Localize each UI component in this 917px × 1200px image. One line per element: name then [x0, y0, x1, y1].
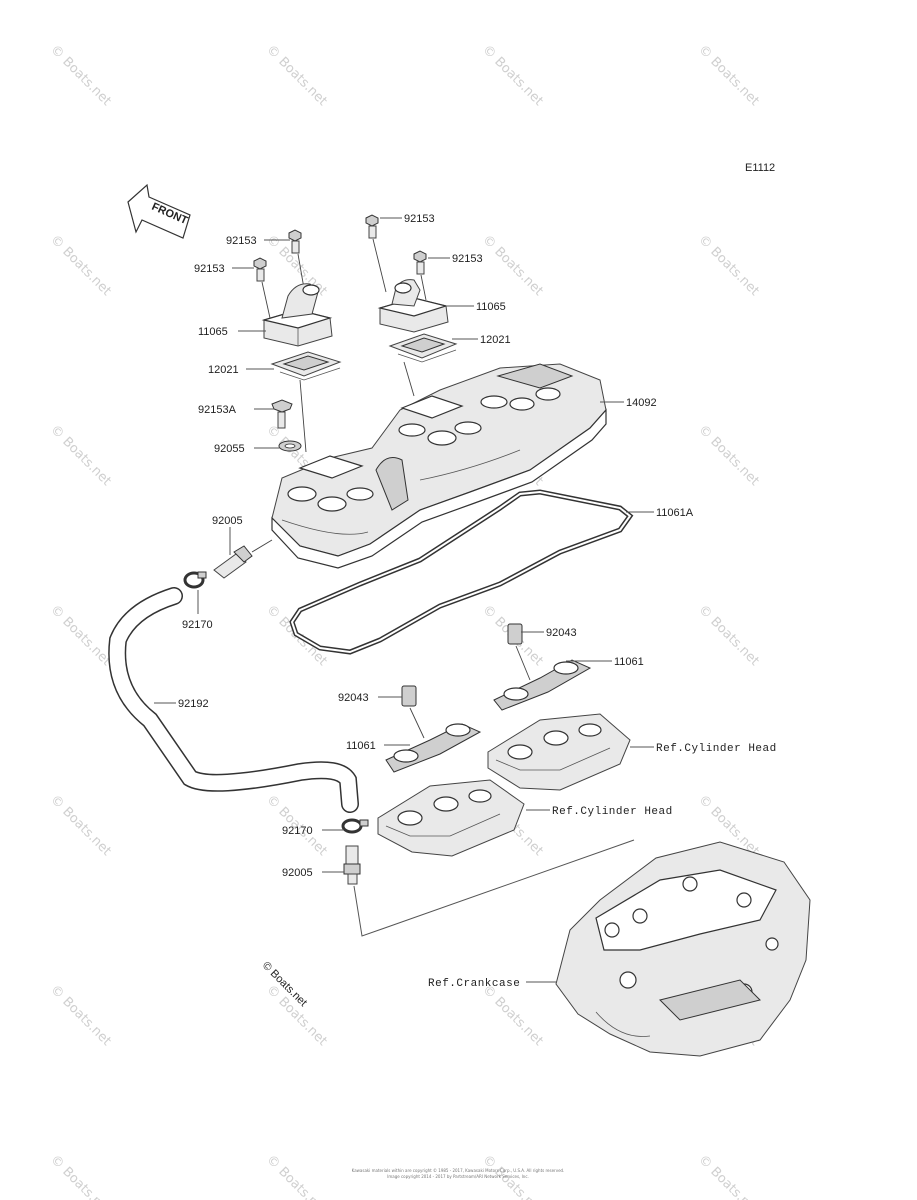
- dowel-92043-left: [401, 685, 417, 707]
- watermark-text: © Boats.net: [479, 232, 546, 299]
- label-11061: 11061: [346, 740, 376, 752]
- footer-image-copyright: Image copyright 2014 - 2017 by Partstrea…: [387, 1174, 529, 1179]
- breather-cover-11065-left: [261, 283, 333, 347]
- label-92043: 92043: [338, 692, 369, 704]
- clamp-92170-bottom: [341, 818, 369, 834]
- label-ref-cylinder-head: Ref.Cylinder Head: [552, 806, 673, 818]
- part-labels: 92153 92153 92153 92153 11065 11065 1202…: [178, 213, 777, 990]
- label-ref-crankcase: Ref.Crankcase: [428, 978, 520, 990]
- breather-hose-92192: [108, 587, 359, 813]
- label-92153: 92153: [226, 235, 257, 247]
- watermark-text: © Boats.net: [47, 42, 114, 109]
- breather-gasket-12021-right: [388, 333, 458, 363]
- label-92170: 92170: [182, 619, 213, 631]
- diagram-code: E1112: [745, 162, 775, 174]
- cylinder-head-ref-right: [487, 713, 631, 791]
- watermark-text: © Boats.net: [479, 982, 546, 1049]
- plug-gasket-11061-left: [385, 723, 482, 773]
- oring-92055: [278, 440, 302, 452]
- label-92005: 92005: [282, 867, 313, 879]
- watermark-text: © Boats.net: [695, 232, 762, 299]
- watermark-text: © Boats.net: [695, 602, 762, 669]
- plug-gasket-11061-right: [493, 659, 592, 711]
- label-ref-cylinder-head: Ref.Cylinder Head: [656, 743, 777, 755]
- watermark-text: © Boats.net: [47, 422, 114, 489]
- label-92005: 92005: [212, 515, 243, 527]
- label-92192: 92192: [178, 698, 209, 710]
- footer-copyright: Kawasaki materials within are copyright …: [352, 1168, 565, 1173]
- bolt-92153-left-b: [253, 257, 267, 282]
- bolt-92153-right-b: [413, 250, 427, 275]
- label-92170: 92170: [282, 825, 313, 837]
- watermark-text: © Boats.net: [47, 982, 114, 1049]
- watermark-text: © Boats.net: [263, 42, 330, 109]
- watermark-text: © Boats.net: [47, 792, 114, 859]
- leader-lines: [154, 217, 654, 983]
- label-11061A: 11061A: [656, 507, 694, 519]
- bolt-92153-right-a: [365, 214, 379, 239]
- cylinder-head-cover-14092: [271, 363, 607, 569]
- label-92153A: 92153A: [198, 404, 237, 416]
- label-92153: 92153: [452, 253, 483, 265]
- watermark-text: © Boats.net: [47, 602, 114, 669]
- head-cover-gasket-11061A: [289, 489, 634, 655]
- watermark-text: © Boats.net: [695, 42, 762, 109]
- label-14092: 14092: [626, 397, 657, 409]
- label-92055: 92055: [214, 443, 245, 455]
- fitting-92005-top: [213, 545, 253, 579]
- watermark-text: © Boats.net: [695, 422, 762, 489]
- clamp-92170-top: [183, 571, 207, 589]
- crankcase-ref: [555, 841, 811, 1057]
- label-92043: 92043: [546, 627, 577, 639]
- breather-cover-11065-right: [377, 279, 449, 333]
- label-11061: 11061: [614, 656, 644, 668]
- breather-gasket-12021-left: [270, 351, 342, 381]
- watermark-text: © Boats.net: [47, 1152, 114, 1200]
- cylinder-head-ref-left: [377, 779, 525, 857]
- label-11065: 11065: [476, 301, 506, 313]
- front-arrow-icon: FRONT: [127, 183, 191, 239]
- watermark-text: © Boats.net: [263, 1152, 330, 1200]
- fitting-92005-bottom: [343, 845, 361, 885]
- label-92153: 92153: [194, 263, 225, 275]
- watermark-text: © Boats.net: [695, 1152, 762, 1200]
- watermark-text: © Boats.net: [47, 232, 114, 299]
- label-92153: 92153: [404, 213, 435, 225]
- bolt-92153-left-a: [288, 229, 302, 254]
- label-12021: 12021: [208, 364, 239, 376]
- label-11065: 11065: [198, 326, 228, 338]
- dowel-92043-right: [507, 623, 523, 645]
- label-12021: 12021: [480, 334, 511, 346]
- watermark-text: © Boats.net: [479, 42, 546, 109]
